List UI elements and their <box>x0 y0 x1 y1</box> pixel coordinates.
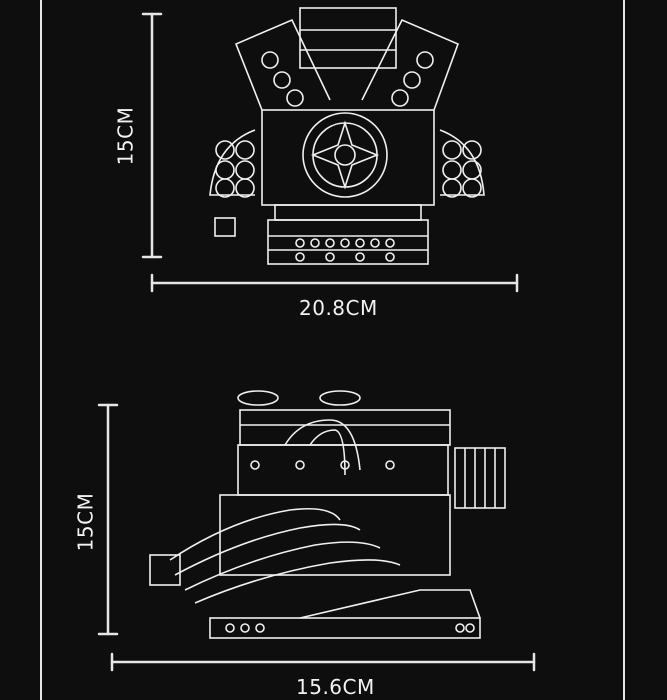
engine-front-view <box>209 7 485 265</box>
frame-right-line <box>623 0 625 700</box>
top-width-label: 20.8CM <box>299 296 378 320</box>
top-height-label: 15CM <box>113 106 138 166</box>
bottom-height-label: 15CM <box>73 492 98 552</box>
bottom-width-label: 15.6CM <box>296 675 375 699</box>
frame-left-line <box>40 0 42 700</box>
engine-side-view <box>149 390 506 639</box>
